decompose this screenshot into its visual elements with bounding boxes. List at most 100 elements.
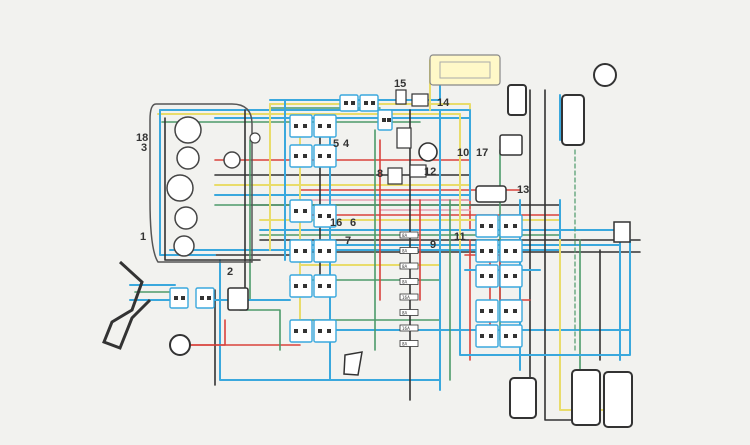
callout-17: 17 [476,147,488,159]
callout-4: 4 [343,138,350,150]
connector-pin [489,224,493,228]
fuse [399,293,419,301]
connector-pin [327,214,331,218]
connector-block [313,144,337,168]
wiper-motor [418,142,438,162]
connector-block [313,274,337,298]
wire-verticals-red [379,139,491,361]
connector-block [475,264,499,288]
connector-pin [513,274,517,278]
callout-2: 2 [227,266,233,278]
callout-8: 8 [377,168,383,180]
callout-14: 14 [437,97,450,109]
fuse [399,231,419,239]
connector-pin [303,249,307,253]
callout-13: 13 [517,184,529,196]
connector-pin [371,101,375,105]
connector-pin [294,209,298,213]
connector-pin [327,124,331,128]
headlamp-switch [169,334,191,356]
connector-pin [327,284,331,288]
callout-labels: 1 2 3 4 5 6 7 8 9 10 11 12 13 14 15 16 1… [136,78,529,278]
connector-block [289,199,313,223]
connector-block [475,299,499,323]
battery-cell [439,61,491,79]
callout-18: 18 [136,132,148,144]
connector-block [475,214,499,238]
steering-column-switch [102,260,152,350]
connector-block [499,239,523,263]
connector-pin [387,118,391,122]
fuse-rating: 8A [402,264,408,269]
connector-block [313,319,337,343]
gauge-fuel [166,174,194,202]
connector-pin [480,274,484,278]
callout-9: 9 [430,239,436,251]
connector-pin [327,154,331,158]
connector-block [313,204,337,228]
connector-pin [489,309,493,313]
wire-verticals-green [249,129,581,421]
connector-pin [513,249,517,253]
connector-pin [303,124,307,128]
connector-pin [294,154,298,158]
connector-pin [504,309,508,313]
wire-dashboard-loop-black [164,117,261,261]
connector-pin [504,334,508,338]
wire-switch-harness-red [189,319,226,346]
clock-gauge [249,132,261,144]
connector-block [169,287,189,309]
connector-pin [513,224,517,228]
fuse [399,262,419,270]
connector-pin [318,284,322,288]
callout-7: 7 [345,235,351,247]
switch-15 [395,89,407,105]
connector-pin [294,124,298,128]
callout-3: 3 [141,142,147,154]
tail-light-right [507,84,527,116]
connector-pin [294,284,298,288]
fuse-rating: 8A [402,249,408,254]
connector-block [289,239,313,263]
wire-dashboard-loop [159,109,216,256]
fuse [399,278,419,285]
tail-light-left [509,377,537,419]
connector-pin [294,329,298,333]
connector-pin [513,334,517,338]
fuse-rating: 8A [402,311,408,316]
connector-pin [303,209,307,213]
connector-pin [344,101,348,105]
connector-pin [489,249,493,253]
connector-pin [327,329,331,333]
connector-block [339,94,359,112]
horn [593,63,617,87]
connector-pin [174,296,178,300]
fuse [399,309,419,316]
connector-pin [504,249,508,253]
connector-pin [181,296,185,300]
connector-pin [489,274,493,278]
callout-6: 6 [350,217,356,229]
ignition-switch [223,151,241,169]
connector-pin [364,101,368,105]
relay-bracket [343,351,363,376]
fuse-rating: 8A [402,233,408,238]
connector-pin [303,329,307,333]
callout-16: 16 [330,217,342,229]
regulator [396,127,412,149]
connector-pin [327,249,331,253]
connector-block [475,324,499,348]
fuse [399,247,419,254]
connector-pin [504,224,508,228]
wire-bundle-top [159,59,471,119]
rear-lamp-cluster [561,94,585,146]
connector-block [313,114,337,138]
connector-pin [504,274,508,278]
connector-block [289,319,313,343]
connector-block [289,114,313,138]
connector-pin [351,101,355,105]
wire-switch-harness-green [134,291,281,351]
